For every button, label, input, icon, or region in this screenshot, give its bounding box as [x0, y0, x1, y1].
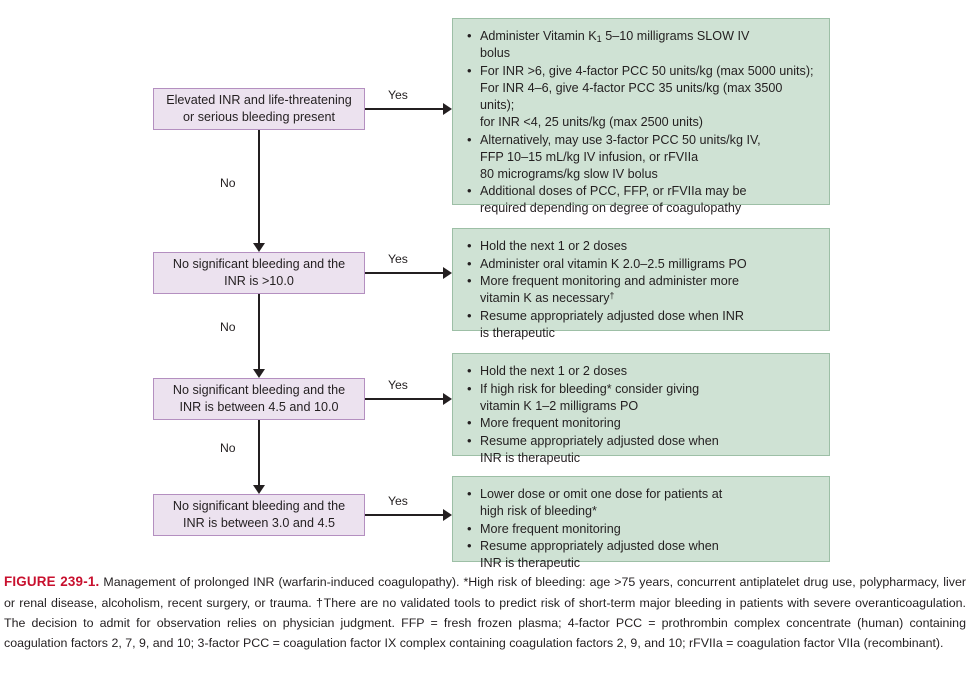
decision-box-label: No significant bleeding and the INR is b… — [172, 383, 346, 414]
yes-connector-arrow-1 — [443, 103, 452, 115]
decision-box-inr-3-to-4-5[interactable]: No significant bleeding and the INR is b… — [153, 494, 365, 536]
decision-box-elevated-inr[interactable]: Elevated INR and life-threatening or ser… — [153, 88, 365, 130]
decision-box-label: No significant bleeding and the INR is b… — [172, 499, 346, 530]
yes-connector-arrow-2 — [443, 267, 452, 279]
action-bullet: If high risk for bleeding* consider givi… — [465, 380, 817, 415]
yes-connector-line-3 — [365, 398, 443, 400]
no-label-1: No — [220, 176, 236, 190]
action-bullet: Hold the next 1 or 2 doses — [465, 237, 817, 255]
action-box-inr-over-10[interactable]: Hold the next 1 or 2 doses Administer or… — [452, 228, 830, 340]
action-bullet: Additional doses of PCC, FFP, or rFVIIa … — [465, 182, 817, 217]
yes-connector-arrow-3 — [443, 393, 452, 405]
figure-caption: FIGURE 239-1. Management of prolonged IN… — [0, 571, 972, 653]
action-bullet-list: Hold the next 1 or 2 doses Administer or… — [465, 237, 817, 342]
decision-box-label: Elevated INR and life-threatening or ser… — [166, 93, 352, 124]
figure-footnote-star: *High risk of bleeding: age >75 years, c… — [4, 575, 966, 610]
no-connector-line-1 — [258, 130, 260, 243]
action-bullet-list: Hold the next 1 or 2 doses If high risk … — [465, 362, 817, 467]
action-bullet: Alternatively, may use 3-factor PCC 50 u… — [465, 131, 817, 183]
action-bullet: More frequent monitoring and administer … — [465, 272, 817, 307]
yes-label-3: Yes — [388, 378, 408, 392]
no-connector-line-2 — [258, 294, 260, 369]
no-label-3: No — [220, 441, 236, 455]
action-bullet: More frequent monitoring — [465, 520, 817, 538]
action-box-inr-4-5-to-10[interactable]: Hold the next 1 or 2 doses If high risk … — [452, 353, 830, 465]
action-bullet: Administer Vitamin K1 5–10 milligrams SL… — [465, 27, 817, 62]
action-bullet: Hold the next 1 or 2 doses — [465, 362, 817, 380]
flowchart-canvas: Elevated INR and life-threatening or ser… — [0, 0, 972, 570]
yes-connector-arrow-4 — [443, 509, 452, 521]
yes-connector-line-2 — [365, 272, 443, 274]
yes-label-1: Yes — [388, 88, 408, 102]
figure-number: FIGURE 239-1. — [4, 574, 100, 589]
figure-footnote-dagger: †There are no validated tools to predict… — [4, 595, 966, 630]
yes-connector-line-4 — [365, 514, 443, 516]
decision-box-inr-over-10[interactable]: No significant bleeding and the INR is >… — [153, 252, 365, 294]
no-connector-arrow-2 — [253, 369, 265, 378]
yes-label-2: Yes — [388, 252, 408, 266]
no-connector-arrow-1 — [253, 243, 265, 252]
action-box-life-threatening-bleeding[interactable]: Administer Vitamin K1 5–10 milligrams SL… — [452, 18, 830, 215]
action-bullet: For INR >6, give 4-factor PCC 50 units/k… — [465, 62, 817, 131]
action-box-inr-3-to-4-5[interactable]: Lower dose or omit one dose for patients… — [452, 476, 830, 570]
figure-abbreviations: FFP = fresh frozen plasma; 4-factor PCC … — [4, 615, 966, 650]
action-bullet: Resume appropriately adjusted dose whenI… — [465, 537, 817, 572]
no-label-2: No — [220, 320, 236, 334]
decision-box-inr-4-5-to-10[interactable]: No significant bleeding and the INR is b… — [153, 378, 365, 420]
action-bullet: Administer oral vitamin K 2.0–2.5 millig… — [465, 255, 817, 273]
no-connector-line-3 — [258, 420, 260, 485]
action-bullet: Resume appropriately adjusted dose when … — [465, 307, 817, 342]
figure-title: Management of prolonged INR (warfarin-in… — [103, 575, 460, 589]
action-bullet: More frequent monitoring — [465, 414, 817, 432]
yes-label-4: Yes — [388, 494, 408, 508]
action-bullet-list: Administer Vitamin K1 5–10 milligrams SL… — [465, 27, 817, 217]
yes-connector-line-1 — [365, 108, 443, 110]
no-connector-arrow-3 — [253, 485, 265, 494]
decision-box-label: No significant bleeding and the INR is >… — [172, 257, 346, 288]
action-bullet-list: Lower dose or omit one dose for patients… — [465, 485, 817, 572]
action-bullet: Resume appropriately adjusted dose whenI… — [465, 432, 817, 467]
action-bullet: Lower dose or omit one dose for patients… — [465, 485, 817, 520]
